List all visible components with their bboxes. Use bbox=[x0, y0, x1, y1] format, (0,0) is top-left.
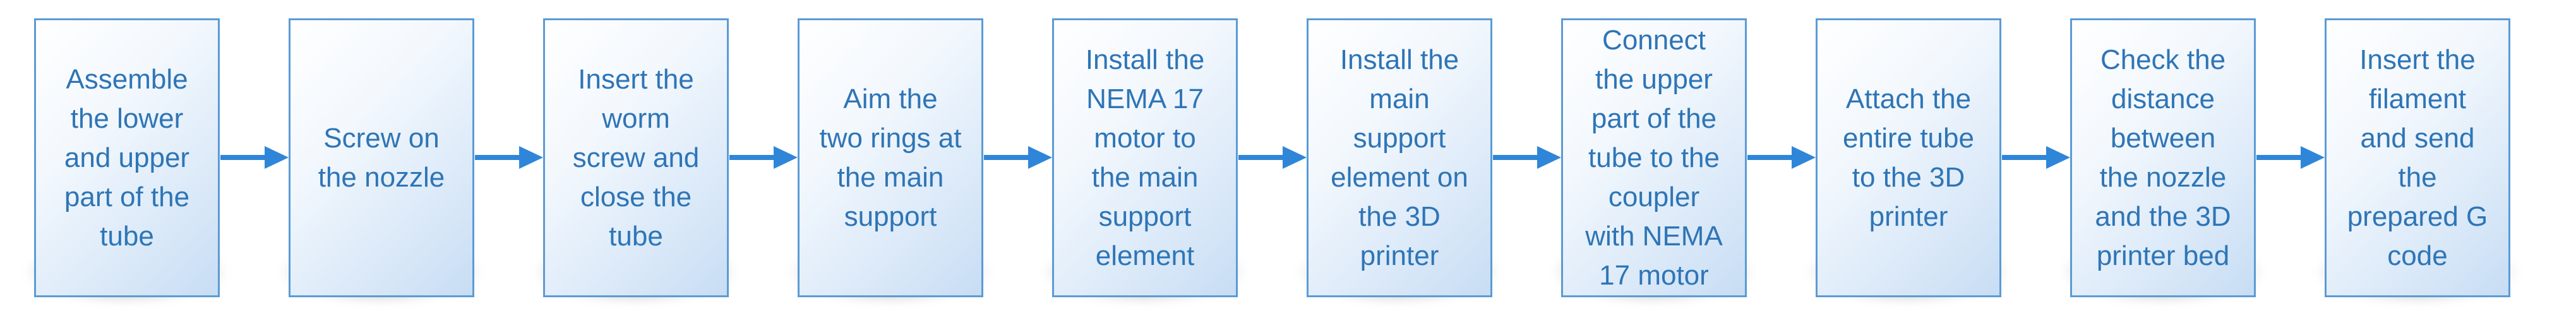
arrow-5-to-6 bbox=[1238, 145, 1307, 170]
step-4-label: Aim the two rings at the main support bbox=[819, 83, 962, 232]
step-3-box: Insert the worm screw and close the tube bbox=[543, 18, 729, 297]
arrow-3-to-4 bbox=[729, 145, 798, 170]
step-8-box: Attach the entire tube to the 3D printer bbox=[1816, 18, 2001, 297]
arrow-4-to-5 bbox=[984, 145, 1052, 170]
step-1-label: Assemble the lower and upper part of the… bbox=[64, 63, 190, 252]
step-4-box: Aim the two rings at the main support bbox=[798, 18, 983, 297]
step-3-label: Insert the worm screw and close the tube bbox=[572, 63, 700, 252]
step-8-label: Attach the entire tube to the 3D printer bbox=[1843, 83, 1974, 232]
step-5-box: Install the NEMA 17 motor to the main su… bbox=[1052, 18, 1238, 297]
arrow-6-to-7 bbox=[1493, 145, 1561, 170]
arrow-9-to-10 bbox=[2256, 145, 2325, 170]
step-5-label: Install the NEMA 17 motor to the main su… bbox=[1085, 44, 1205, 271]
step-9-box: Check the distance between the nozzle an… bbox=[2070, 18, 2256, 297]
step-10-box: Insert the filament and send the prepare… bbox=[2325, 18, 2510, 297]
step-1-box: Assemble the lower and upper part of the… bbox=[34, 18, 220, 297]
arrow-8-to-9 bbox=[2002, 145, 2070, 170]
step-6-box: Install the main support element on the … bbox=[1307, 18, 1492, 297]
step-7-box: Connect the upper part of the tube to th… bbox=[1561, 18, 1747, 297]
step-7-label: Connect the upper part of the tube to th… bbox=[1585, 24, 1723, 291]
arrow-2-to-3 bbox=[475, 145, 543, 170]
step-9-label: Check the distance between the nozzle an… bbox=[2095, 44, 2231, 271]
step-2-box: Screw on the nozzle bbox=[289, 18, 474, 297]
arrow-7-to-8 bbox=[1747, 145, 1816, 170]
step-6-label: Install the main support element on the … bbox=[1331, 44, 1468, 271]
step-2-label: Screw on the nozzle bbox=[318, 122, 445, 193]
arrow-1-to-2 bbox=[220, 145, 289, 170]
step-10-label: Insert the filament and send the prepare… bbox=[2347, 44, 2488, 271]
